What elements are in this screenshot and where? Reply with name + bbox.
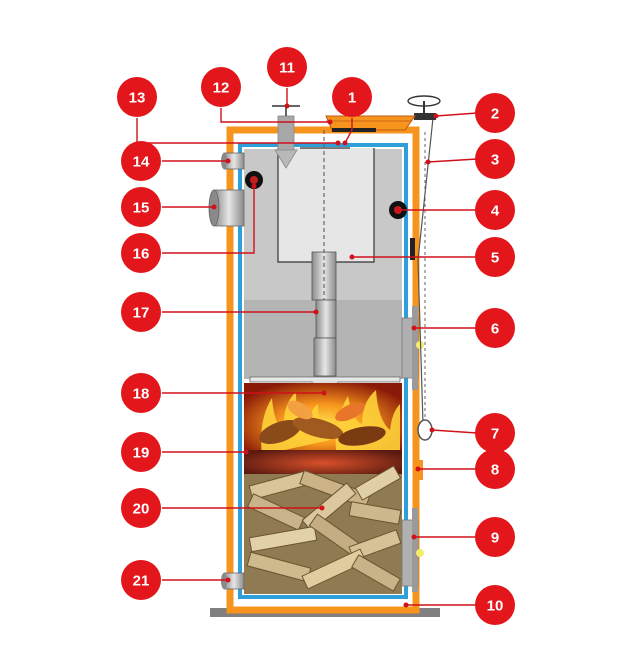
callout-label-16: 16	[133, 246, 150, 263]
callout-marker-3	[475, 139, 515, 179]
callout-marker-12	[201, 67, 241, 107]
leader-dot-13	[335, 140, 341, 146]
leader-dot-12	[327, 119, 333, 125]
leader-dot-7	[429, 427, 435, 433]
callout-marker-8	[475, 449, 515, 489]
callout-marker-5	[475, 237, 515, 277]
leader-dot-4	[395, 207, 401, 213]
lower-door-handle	[416, 549, 424, 557]
callout-marker-17	[121, 292, 161, 332]
thermoregulator-body	[414, 113, 436, 120]
leader-dot-18	[321, 390, 327, 396]
sensor-hole-left-inner	[250, 176, 258, 184]
leader-dot-21	[225, 577, 231, 583]
leader-line-3	[427, 158, 478, 163]
callout-marker-4	[475, 190, 515, 230]
callout-label-9: 9	[491, 530, 499, 547]
callout-marker-14	[121, 141, 161, 181]
leader-dot-17	[313, 309, 319, 315]
leader-dot-11	[284, 103, 290, 109]
leader-dot-20	[319, 505, 325, 511]
callout-label-3: 3	[491, 152, 499, 169]
leader-line-16	[162, 186, 255, 254]
callout-marker-11	[267, 47, 307, 87]
callout-marker-15	[121, 187, 161, 227]
callout-label-11: 11	[279, 60, 295, 77]
callout-label-13: 13	[129, 90, 146, 107]
callout-label-20: 20	[133, 501, 150, 518]
ember-layer	[244, 450, 402, 476]
leader-line-2	[435, 112, 478, 117]
leader-line-12	[220, 108, 330, 123]
callout-label-19: 19	[133, 445, 150, 462]
leader-dot-1	[342, 140, 348, 146]
callout-marker-19	[121, 432, 161, 472]
air-valve-flap	[332, 128, 376, 132]
callout-marker-16	[121, 233, 161, 273]
callout-label-4: 4	[491, 203, 500, 220]
callout-label-6: 6	[491, 321, 499, 338]
regulator-chain	[417, 117, 434, 425]
burning-logs	[259, 400, 386, 446]
top-lid	[325, 115, 416, 131]
callout-label-14: 14	[133, 154, 150, 171]
callout-label-15: 15	[133, 200, 150, 217]
callout-label-18: 18	[133, 386, 150, 403]
telescopic-pipe-lower	[315, 299, 337, 339]
callout-marker-21	[121, 560, 161, 600]
leader-dot-14	[225, 158, 231, 164]
leader-dot-6	[411, 325, 417, 331]
leader-dot-2	[433, 113, 439, 119]
callout-label-10: 10	[487, 598, 504, 615]
callout-label-1: 1	[348, 90, 356, 107]
air-distributor	[277, 148, 375, 263]
leader-dot-5	[349, 254, 355, 260]
callout-label-17: 17	[133, 305, 150, 322]
callout-marker-1	[332, 77, 372, 117]
leader-dot-16	[251, 183, 257, 189]
leader-dot-10	[403, 602, 409, 608]
lower-pipe-stub	[221, 572, 245, 590]
callout-marker-20	[121, 488, 161, 528]
callout-label-7: 7	[491, 426, 499, 443]
lower-door-strip	[412, 508, 418, 592]
callout-marker-2	[475, 93, 515, 133]
callout-label-2: 2	[491, 106, 499, 123]
callout-marker-7	[475, 413, 515, 453]
leader-dot-9	[411, 534, 417, 540]
wood-logs	[246, 465, 402, 592]
leader-dot-15	[211, 204, 217, 210]
callout-marker-6	[475, 308, 515, 348]
leader-dot-8	[415, 466, 421, 472]
callout-label-5: 5	[491, 250, 499, 267]
leader-lines	[136, 88, 478, 608]
upper-door-strip	[412, 306, 418, 390]
flue-arrow	[274, 149, 298, 169]
leader-dot-19	[243, 449, 249, 455]
callout-label-12: 12	[213, 80, 230, 97]
leader-line-7	[431, 429, 478, 434]
callout-marker-13	[117, 77, 157, 117]
telescopic-pipe-body	[313, 337, 337, 377]
callout-marker-18	[121, 373, 161, 413]
callout-marker-9	[475, 517, 515, 557]
leader-dot-3	[425, 159, 431, 165]
callout-label-8: 8	[491, 462, 499, 479]
black-stop	[410, 238, 415, 260]
callout-label-21: 21	[133, 573, 150, 590]
callout-marker-10	[475, 585, 515, 625]
leader-line-1	[344, 118, 353, 144]
